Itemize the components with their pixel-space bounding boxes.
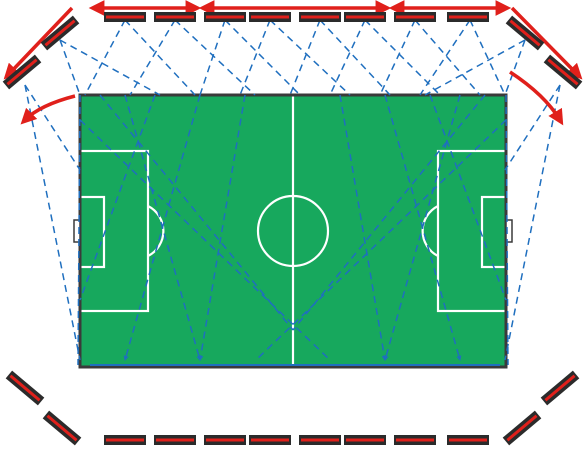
right-penalty-arc	[421, 205, 439, 257]
football-pitch	[73, 93, 513, 369]
camera-array	[2, 12, 583, 446]
coverage-line	[59, 39, 161, 96]
coverage-line	[199, 19, 226, 96]
coverage-line	[429, 94, 507, 301]
camera-icon	[5, 370, 45, 406]
coverage-line	[329, 19, 366, 96]
camera-indicator	[44, 19, 76, 47]
camera-indicator	[449, 15, 487, 19]
camera-indicator	[251, 15, 289, 19]
camera-indicator	[301, 15, 339, 19]
camera-icon	[249, 12, 291, 22]
camera-icon	[505, 15, 545, 51]
camera-indicator	[9, 374, 41, 402]
camera-indicator	[106, 15, 144, 19]
camera-indicator	[396, 15, 434, 19]
camera-indicator	[301, 438, 339, 442]
coverage-line	[239, 19, 271, 96]
camera-icon	[42, 410, 82, 446]
camera-indicator	[206, 438, 244, 442]
camera-indicator	[396, 438, 434, 442]
camera-icon	[204, 12, 246, 22]
center-circle	[256, 194, 330, 268]
coverage-line	[289, 19, 321, 96]
coverage-arrow	[383, 94, 461, 362]
camera-indicator	[206, 15, 244, 19]
camera-indicator	[506, 414, 538, 442]
camera-icon	[394, 12, 436, 22]
coverage-line	[24, 84, 81, 361]
coverage-line	[414, 19, 481, 96]
camera-indicator	[449, 438, 487, 442]
camera-icon	[540, 370, 580, 406]
coverage-line	[79, 94, 156, 301]
sweep-arrow	[509, 70, 564, 126]
camera-icon	[154, 435, 196, 445]
sweep-arrow	[3, 6, 74, 80]
right-goal	[505, 219, 513, 243]
sweep-arrow	[20, 94, 76, 125]
camera-icon	[299, 12, 341, 22]
camera-icon	[299, 435, 341, 445]
left-goal	[73, 219, 81, 243]
coverage-line	[504, 84, 561, 361]
coverage-arrow	[198, 94, 246, 362]
coverage-line	[505, 94, 509, 366]
camera-icon	[204, 435, 246, 445]
coverage-line	[129, 19, 176, 96]
camera-icon	[447, 12, 489, 22]
camera-icon	[40, 15, 80, 51]
camera-icon	[344, 12, 386, 22]
camera-icon	[2, 54, 42, 90]
coverage-line	[469, 19, 506, 96]
coverage-line	[77, 94, 81, 366]
coverage-line	[504, 84, 561, 171]
coverage-arrow	[123, 94, 201, 362]
coverage-line	[224, 19, 301, 96]
camera-indicator	[346, 15, 384, 19]
camera-indicator	[156, 15, 194, 19]
coverage-line	[255, 119, 507, 361]
camera-indicator	[346, 438, 384, 442]
coverage-arrow	[339, 94, 387, 362]
coverage-line	[99, 94, 294, 331]
camera-coverage-lines	[24, 19, 561, 366]
camera-icon	[154, 12, 196, 22]
camera-icon	[502, 410, 542, 446]
camera-indicator	[106, 438, 144, 442]
coverage-line	[124, 19, 196, 96]
camera-icon	[249, 435, 291, 445]
camera-indicator	[509, 19, 541, 47]
camera-icon	[344, 435, 386, 445]
camera-icon	[104, 435, 146, 445]
camera-icon	[543, 54, 583, 90]
camera-indicator	[547, 58, 579, 86]
camera-indicator	[544, 374, 576, 402]
coverage-line	[24, 84, 81, 171]
coverage-line	[419, 19, 471, 96]
coverage-line	[174, 19, 256, 96]
coverage-line	[269, 19, 351, 96]
camera-indicator	[6, 58, 38, 86]
coverage-line	[319, 19, 391, 96]
camera-sweep-arrows	[3, 0, 583, 126]
left-penalty-arc	[147, 205, 165, 257]
sweep-arrow	[510, 6, 583, 80]
coverage-line	[504, 39, 526, 96]
coverage-line	[59, 39, 81, 96]
camera-indicator	[251, 438, 289, 442]
coverage-line	[292, 94, 486, 331]
coverage-line	[364, 19, 441, 96]
camera-indicator	[46, 414, 78, 442]
camera-indicator	[156, 438, 194, 442]
coverage-line	[84, 19, 126, 96]
coverage-line	[379, 19, 416, 96]
coverage-line	[79, 119, 331, 361]
camera-icon	[104, 12, 146, 22]
camera-icon	[394, 435, 436, 445]
camera-icon	[447, 435, 489, 445]
